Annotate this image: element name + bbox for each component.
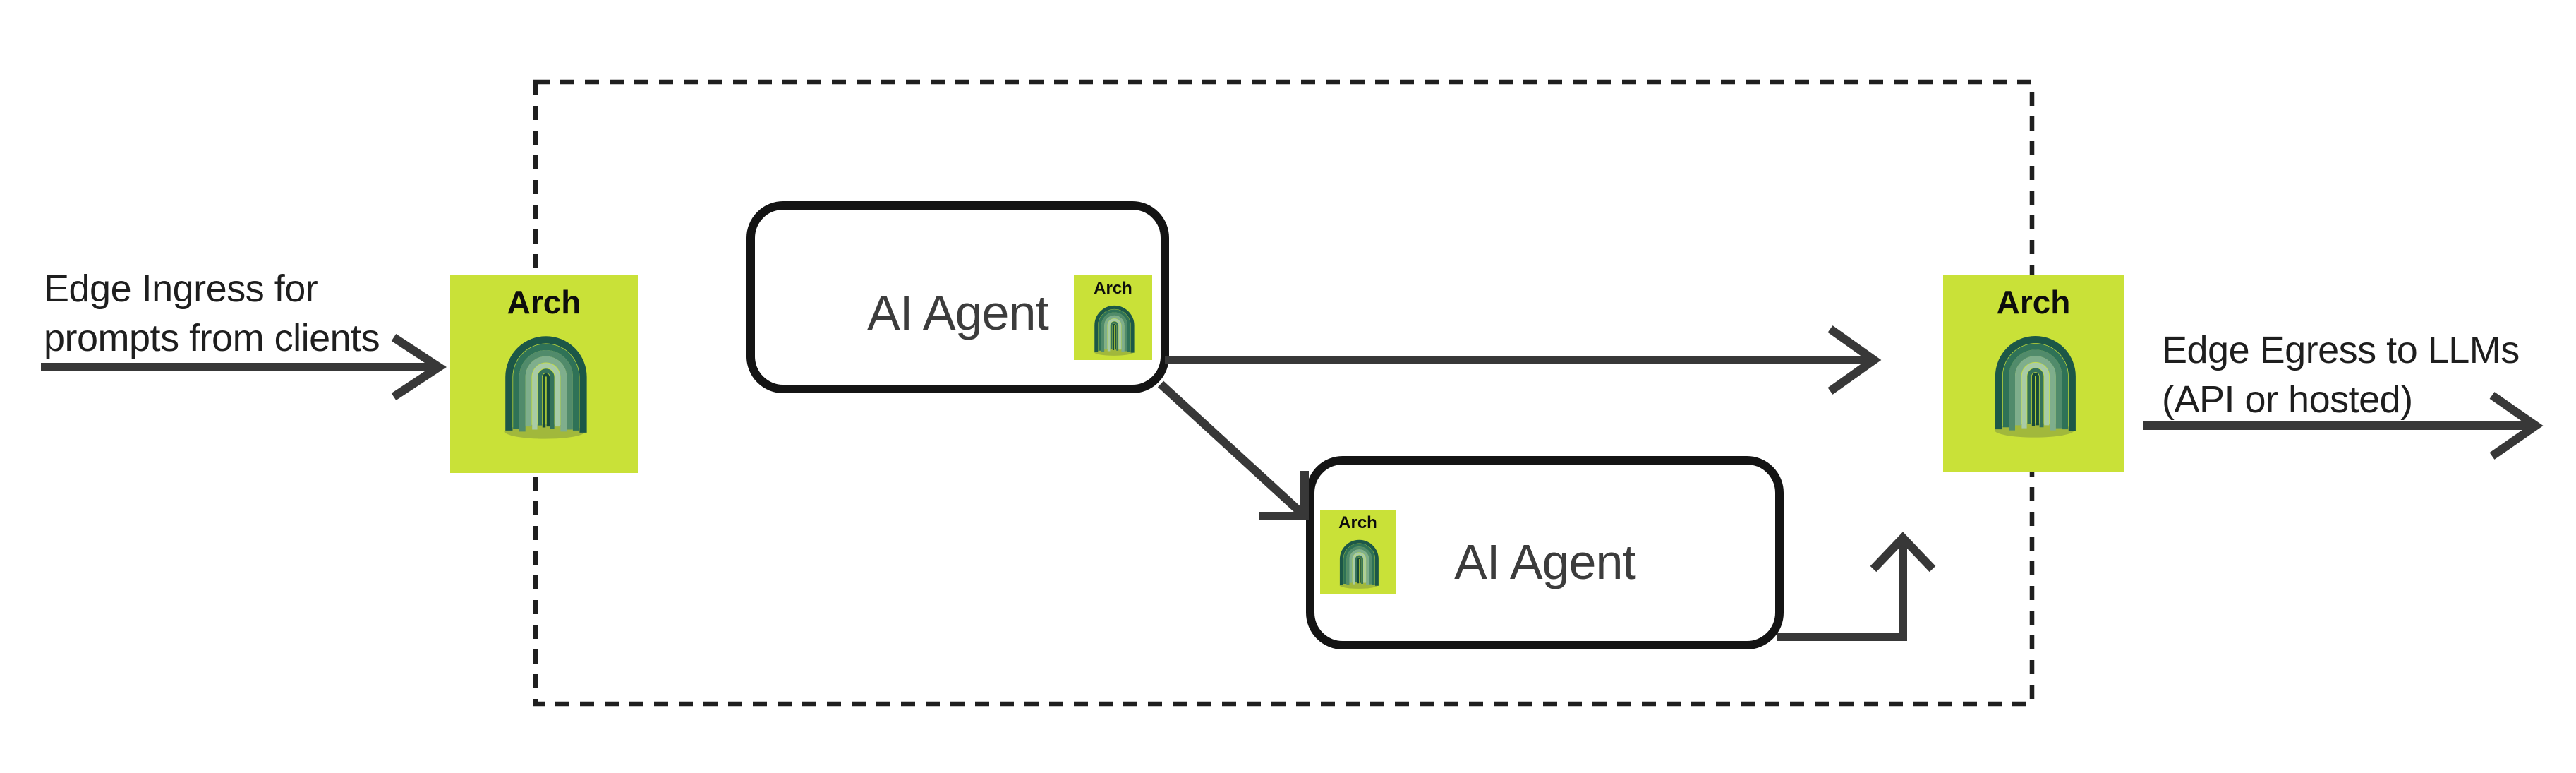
arch-icon: [1981, 323, 2086, 441]
arch-badge-bottom-agent: Arch: [1320, 510, 1396, 594]
arch-badge-top-agent: Arch: [1074, 275, 1152, 360]
arch-gateway-right-label: Arch: [1996, 284, 2071, 320]
agent-to-gateway-arrow: [1165, 325, 1882, 395]
egress-note-line2: (API or hosted): [2162, 378, 2413, 421]
agent-to-agent-arrow: [1157, 380, 1309, 520]
arrow-shaft: [1777, 542, 1907, 641]
arch-gateway-left: Arch: [450, 275, 638, 473]
arch-icon: [491, 323, 597, 442]
ai-agent-top-label: AI Agent: [867, 285, 1049, 340]
egress-note: Edge Egress to LLMs (API or hosted): [2162, 325, 2520, 424]
ingress-note: Edge Ingress for prompts from clients: [44, 264, 380, 363]
deployment-boundary: [533, 79, 2035, 707]
arch-gateway-left-label: Arch: [507, 284, 581, 320]
egress-note-line1: Edge Egress to LLMs: [2162, 329, 2520, 371]
arrow-head-icon: [1827, 325, 1882, 395]
arch-icon: [1087, 299, 1140, 357]
arrow-head-icon: [1870, 532, 1936, 573]
arrow-shaft: [1157, 380, 1307, 518]
agent-return-arrow: [1777, 532, 1936, 641]
ingress-note-line1: Edge Ingress for: [44, 268, 318, 310]
arch-badge-top-label: Arch: [1094, 279, 1132, 298]
arch-icon: [1332, 534, 1384, 590]
arrow-head-icon: [1259, 471, 1309, 520]
arrow-head-icon: [391, 333, 447, 401]
arch-badge-bottom-label: Arch: [1338, 513, 1377, 532]
arch-gateway-right: Arch: [1943, 275, 2124, 472]
ingress-note-line2: prompts from clients: [44, 317, 380, 359]
ai-agent-bottom-label: AI Agent: [1454, 534, 1636, 589]
